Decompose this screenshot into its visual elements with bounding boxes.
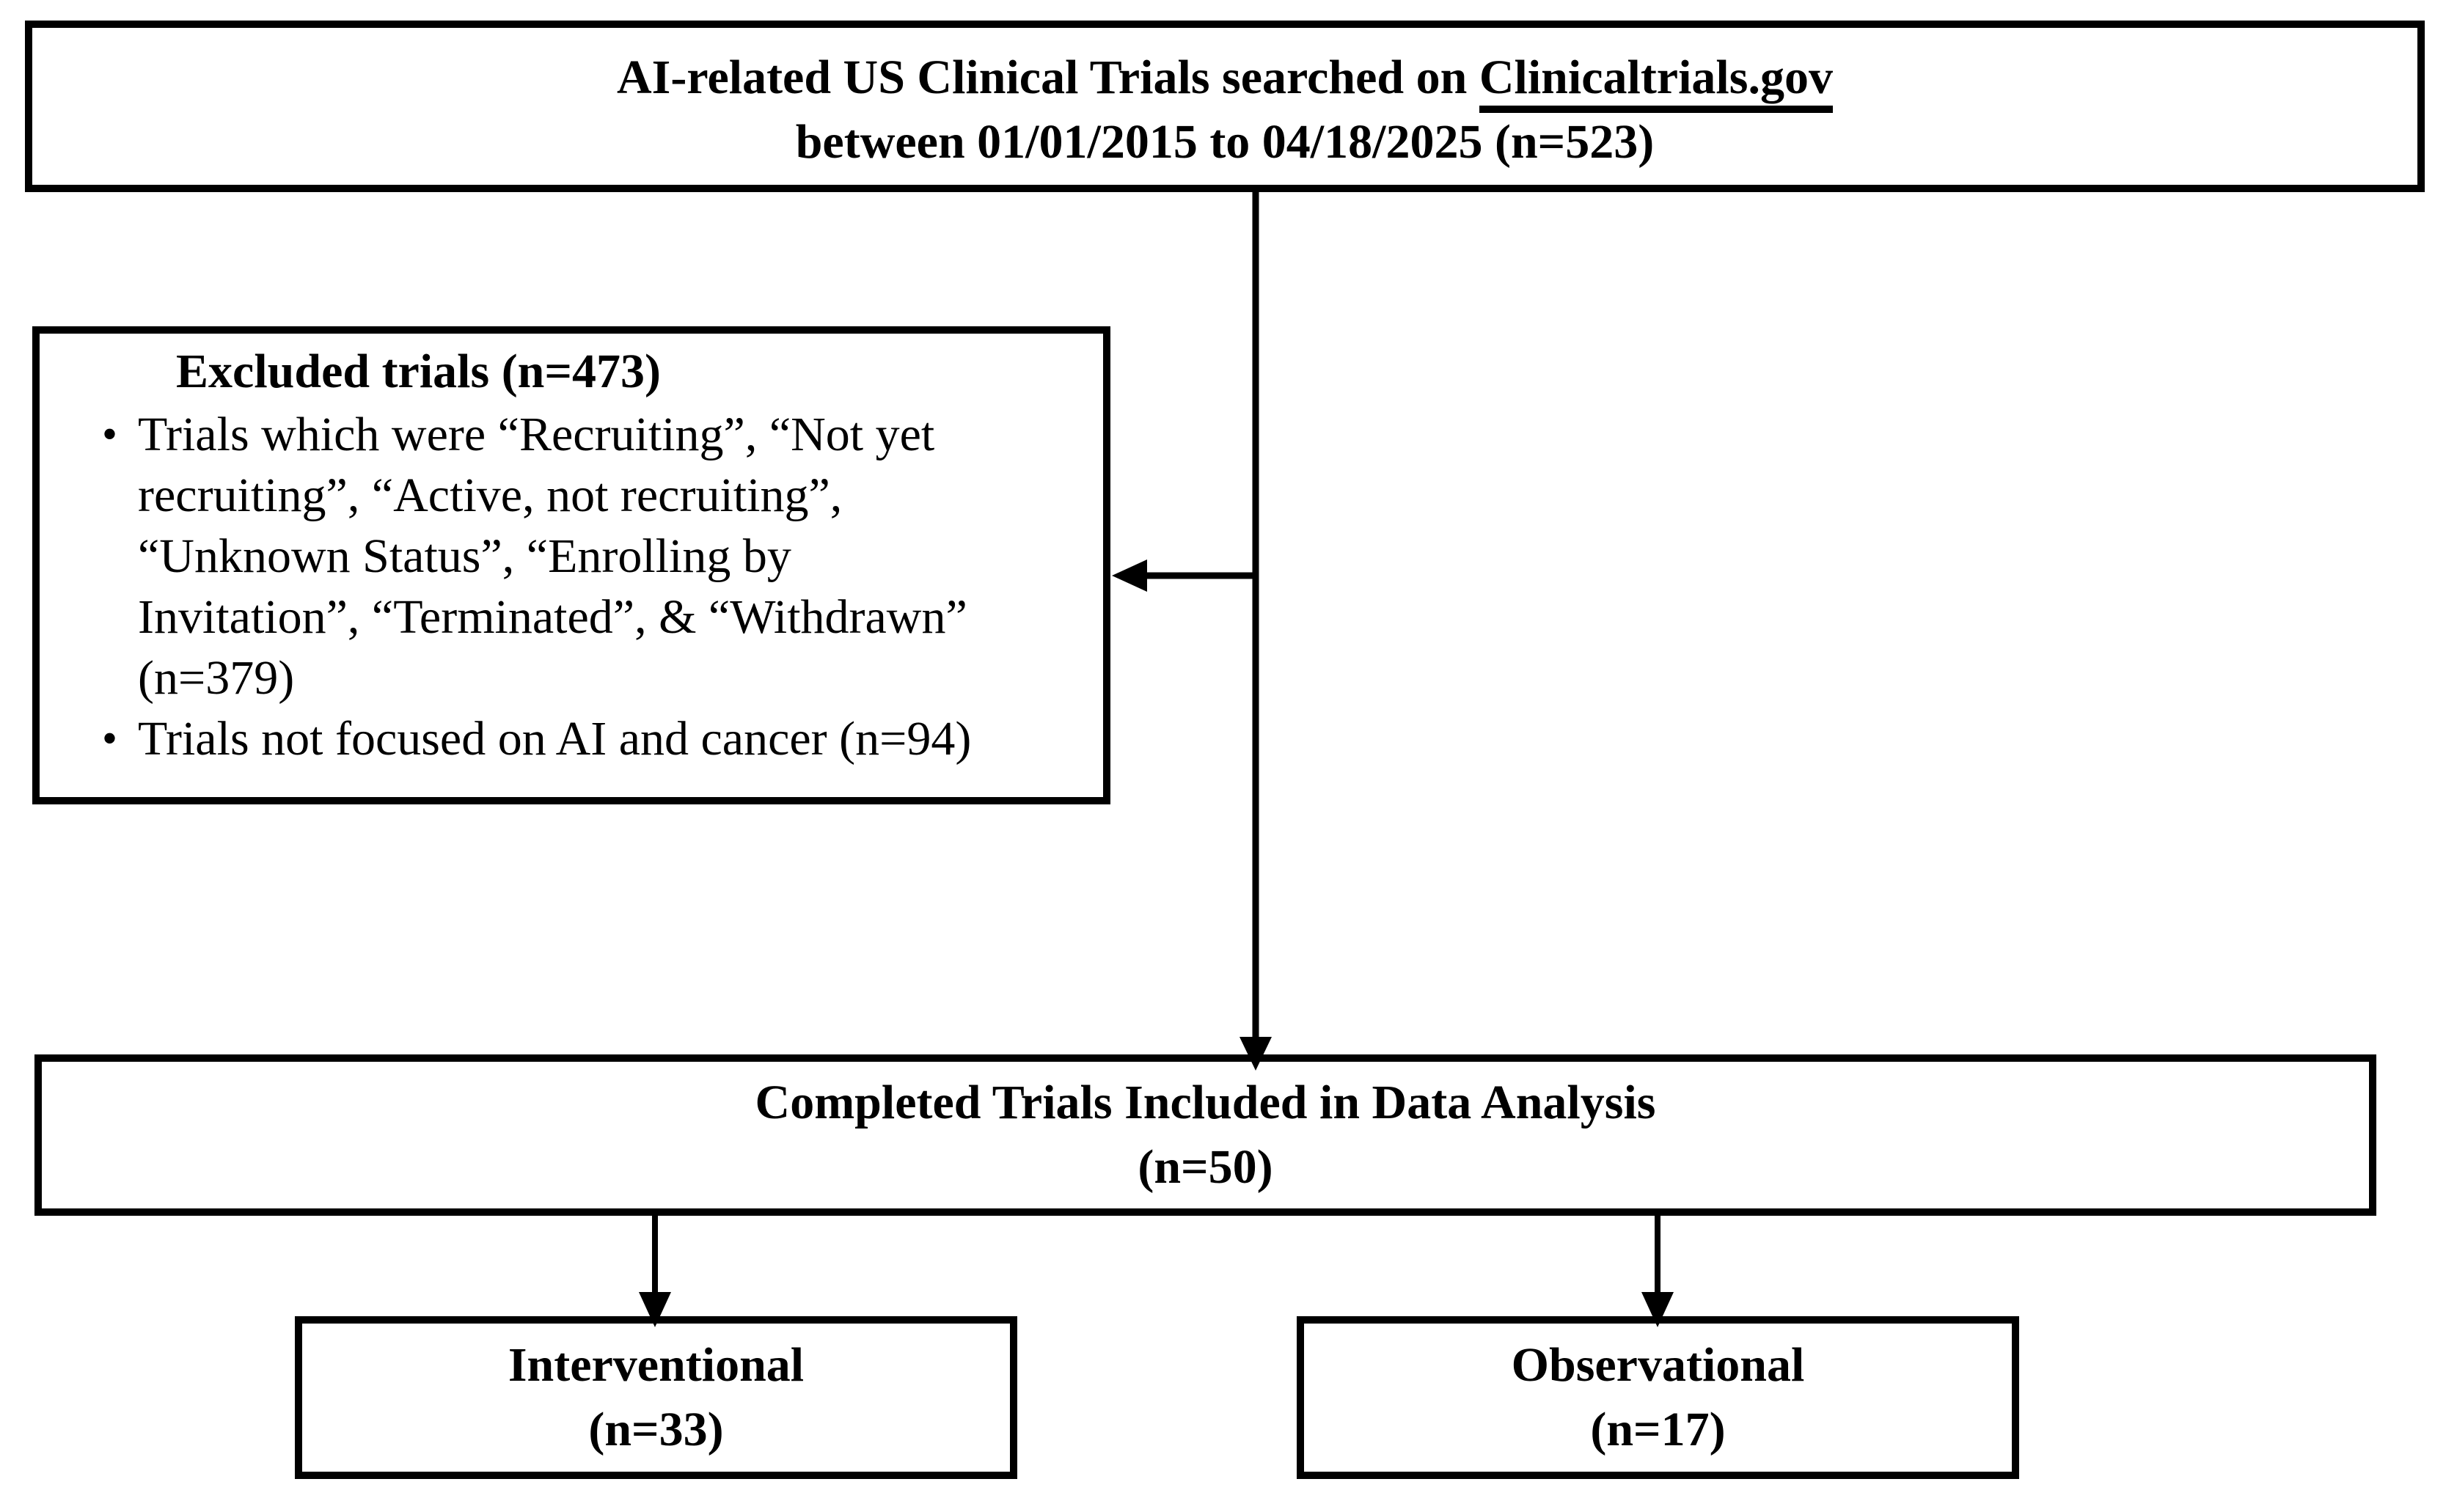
excluded-bullet-focus: • Trials not focused on AI and cancer (n… [40,708,1103,769]
search-source-line1: AI-related US Clinical Trials searched o… [617,45,1833,113]
observational-line2: (n=17) [1590,1403,1726,1456]
clinicaltrials-gov-underlined-text: Clinicaltrials.gov [1479,51,1833,113]
interventional-line1: Interventional [508,1338,805,1392]
excluded-trials-box: Excluded trials (n=473) • Trials which w… [32,326,1110,804]
interventional-box: Interventional (n=33) [295,1316,1017,1479]
completed-trials-line1: Completed Trials Included in Data Analys… [755,1076,1656,1129]
search-source-line1-prefix: AI-related US Clinical Trials searched o… [617,51,1479,104]
search-source-line2: between 01/01/2015 to 04/18/2025 (n=523) [795,115,1655,169]
observational-box: Observational (n=17) [1297,1316,2019,1479]
completed-trials-box: Completed Trials Included in Data Analys… [34,1054,2376,1216]
excluded-trials-title: Excluded trials (n=473) [176,345,661,398]
bullet-icon: • [102,410,118,458]
completed-trials-line2: (n=50) [1138,1140,1273,1194]
search-source-box: AI-related US Clinical Trials searched o… [25,21,2425,192]
observational-line1: Observational [1511,1338,1805,1392]
excluded-bullet-status-text: Trials which were “Recruiting”, “Not yet… [138,408,967,705]
interventional-line2: (n=33) [588,1403,724,1456]
excluded-bullet-status: • Trials which were “Recruiting”, “Not y… [40,404,1103,708]
excluded-bullet-focus-text: Trials not focused on AI and cancer (n=9… [138,712,972,766]
arrow-excluded-head [1112,559,1147,592]
bullet-icon: • [102,714,118,763]
